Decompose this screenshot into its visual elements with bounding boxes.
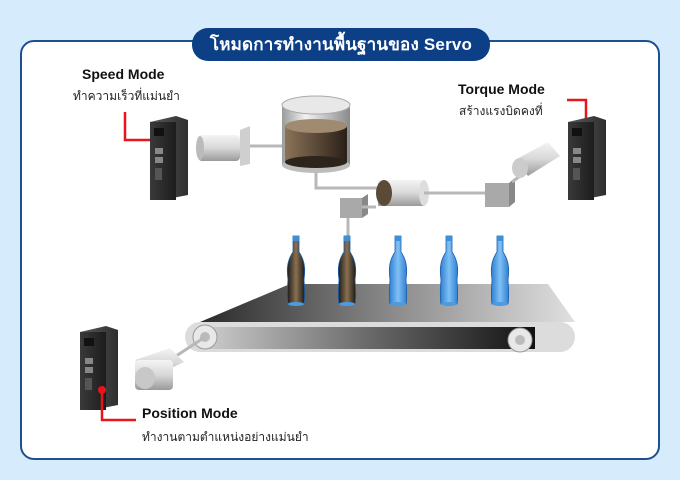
bottle-empty: [490, 235, 510, 306]
bottle-cap: [293, 236, 299, 241]
filler-valve: [340, 180, 490, 236]
servo-motor-position: [135, 335, 206, 390]
servo-drive-position: [80, 326, 118, 410]
servo-drive-torque: [568, 116, 606, 200]
speed-mode-description: ทำความเร็วที่แม่นยำ: [73, 89, 180, 103]
torque-mode-description: สร้างแรงบิดคงที่: [459, 104, 543, 118]
liquid-tank: [281, 95, 385, 190]
bottle-empty: [439, 235, 459, 306]
position-callout-line: [98, 386, 136, 422]
bottle-cap: [446, 236, 452, 241]
servo-drive-speed: [150, 116, 188, 200]
bottle-row: [286, 235, 510, 306]
torque-mode-title: Torque Mode: [458, 81, 545, 97]
bottle-cap: [497, 236, 503, 241]
servo-motor-torque: [485, 142, 560, 207]
bottle-cap: [395, 236, 401, 241]
servo-motor-speed: [196, 126, 282, 166]
bottle-filled: [286, 235, 306, 306]
speed-mode-title: Speed Mode: [82, 66, 165, 82]
position-mode-description: ทำงานตามตำแหน่งอย่างแม่นยำ: [142, 430, 309, 444]
bottle-empty: [388, 235, 408, 306]
conveyor-belt: [185, 284, 575, 353]
position-mode-title: Position Mode: [142, 405, 238, 421]
page-title: โหมดการทำงานพื้นฐานของ Servo: [192, 28, 490, 61]
bottle-cap: [344, 236, 350, 241]
bottle-filled: [337, 235, 357, 306]
